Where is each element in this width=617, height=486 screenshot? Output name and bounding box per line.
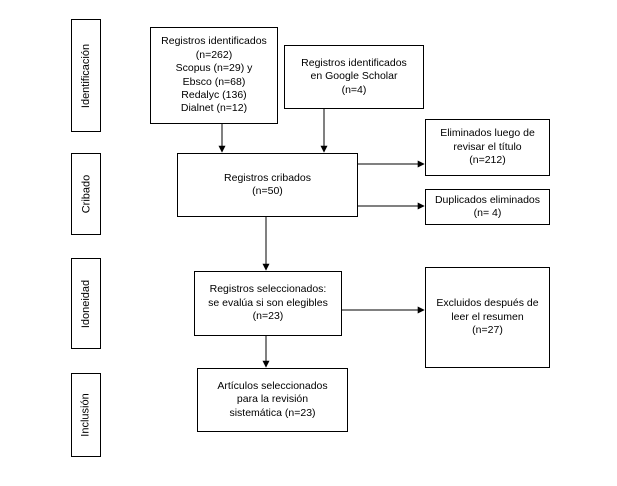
box-seleccionados: Registros seleccionados: se evalúa si so… <box>194 271 342 336</box>
box-google-scholar-text: Registros identificados en Google Schola… <box>301 56 407 96</box>
box-excluidos: Excluidos después de leer el resumen (n=… <box>425 267 550 368</box>
box-google-scholar: Registros identificados en Google Schola… <box>284 45 424 109</box>
box-articulos: Artículos seleccionados para la revisión… <box>197 368 348 432</box>
box-eliminados-titulo: Eliminados luego de revisar el título (n… <box>425 119 550 176</box>
box-articulos-text: Artículos seleccionados para la revisión… <box>217 379 328 419</box>
box-duplicados: Duplicados eliminados (n= 4) <box>425 189 550 225</box>
stage-inclusion: Inclusión <box>71 373 101 457</box>
box-registros-identificados: Registros identificados (n=262) Scopus (… <box>150 27 278 124</box>
box-excluidos-text: Excluidos después de leer el resumen (n=… <box>436 297 539 337</box>
stage-idoneidad: Idoneidad <box>71 258 101 349</box>
box-eliminados-titulo-text: Eliminados luego de revisar el título (n… <box>440 127 535 167</box>
stage-identificacion: Identificación <box>71 19 101 132</box>
stage-cribado: Cribado <box>71 153 101 235</box>
box-duplicados-text: Duplicados eliminados (n= 4) <box>434 193 541 219</box>
box-registros-cribados: Registros cribados (n=50) <box>177 153 358 217</box>
box-registros-identificados-text: Registros identificados (n=262) Scopus (… <box>161 35 267 115</box>
box-registros-cribados-text: Registros cribados (n=50) <box>224 171 311 197</box>
box-seleccionados-text: Registros seleccionados: se evalúa si so… <box>208 283 328 323</box>
